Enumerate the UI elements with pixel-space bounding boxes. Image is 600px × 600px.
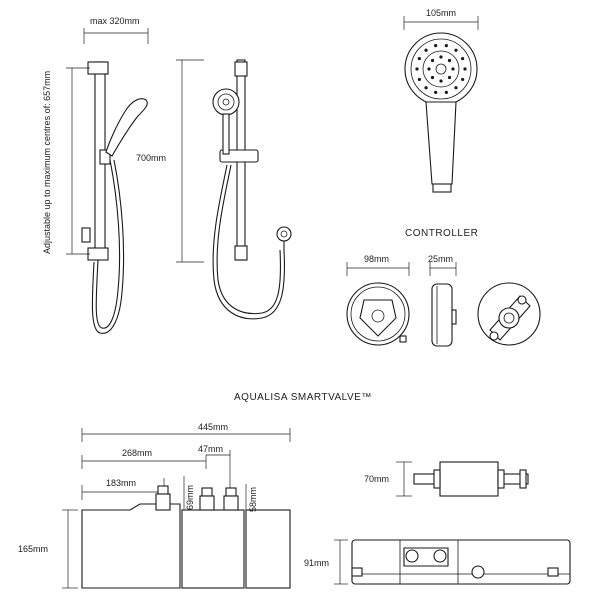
nozzle xyxy=(454,86,458,90)
nozzle xyxy=(417,56,421,61)
dim-183-label: 183mm xyxy=(106,478,136,488)
handset-width-label: 105mm xyxy=(426,8,456,18)
nozzle xyxy=(424,86,428,90)
adjustable-label: Adjustable up to maximum centres of: 657… xyxy=(42,71,52,254)
nozzle xyxy=(461,56,465,61)
nozzle xyxy=(454,48,458,52)
width-label: max 320mm xyxy=(90,16,140,26)
nozzle xyxy=(461,77,465,82)
nozzle xyxy=(444,44,448,48)
controller-title: CONTROLLER xyxy=(405,228,478,239)
handset-front-head xyxy=(212,88,240,116)
outlet-elbow xyxy=(276,226,292,242)
nozzle xyxy=(447,58,452,63)
controller-back-view xyxy=(477,282,541,346)
nozzle xyxy=(451,67,455,71)
slider xyxy=(99,149,111,165)
controller-width-label: 98mm xyxy=(364,254,389,264)
dim-268-label: 268mm xyxy=(122,448,152,458)
smartvalve-base-view xyxy=(334,539,571,585)
smartvalve-front-view xyxy=(62,428,291,589)
rail-height-label: 700mm xyxy=(136,153,166,163)
nozzle xyxy=(430,75,435,80)
controller-depth-label: 25mm xyxy=(428,254,453,264)
handset-handle xyxy=(425,101,457,185)
bottom-bracket xyxy=(87,247,109,261)
shower-kit-front-view xyxy=(176,59,292,320)
nozzle xyxy=(417,77,421,82)
base-height-label: 91mm xyxy=(304,558,329,568)
nozzle xyxy=(427,67,431,71)
total-width-label: 445mm xyxy=(198,422,228,432)
smartvalve-title: AQUALISA SMARTVALVE™ xyxy=(234,392,372,403)
nozzle xyxy=(415,67,419,71)
dim-47-label: 47mm xyxy=(198,444,223,454)
nozzle xyxy=(430,58,435,63)
nozzle xyxy=(424,48,428,52)
nozzle xyxy=(447,75,452,80)
handset-side xyxy=(105,98,148,157)
nozzle xyxy=(434,44,438,48)
nozzle xyxy=(444,90,448,94)
nozzle xyxy=(439,55,443,59)
dim-58-label: 58mm xyxy=(248,487,258,512)
handset-detail xyxy=(403,16,479,193)
nozzle xyxy=(434,90,438,94)
shower-kit-side-view xyxy=(66,28,149,334)
dim-69-label: 69mm xyxy=(185,485,195,510)
controller-front-view xyxy=(346,262,410,346)
top-bracket xyxy=(87,61,109,75)
nozzle xyxy=(439,79,443,83)
nozzle xyxy=(463,67,467,71)
side-height-label: 70mm xyxy=(364,474,389,484)
controller-side-view xyxy=(429,262,457,347)
height-label: 165mm xyxy=(18,544,48,554)
smartvalve-side-view xyxy=(396,461,529,497)
